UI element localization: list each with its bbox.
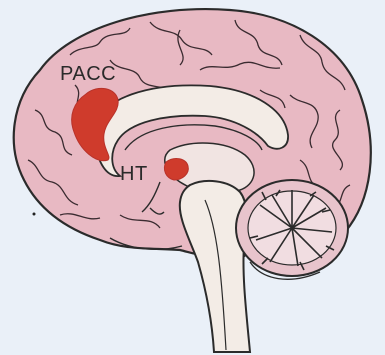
label-ht: HT — [120, 163, 148, 185]
dot-mark — [33, 213, 36, 216]
label-pacc: PACC — [60, 63, 116, 85]
